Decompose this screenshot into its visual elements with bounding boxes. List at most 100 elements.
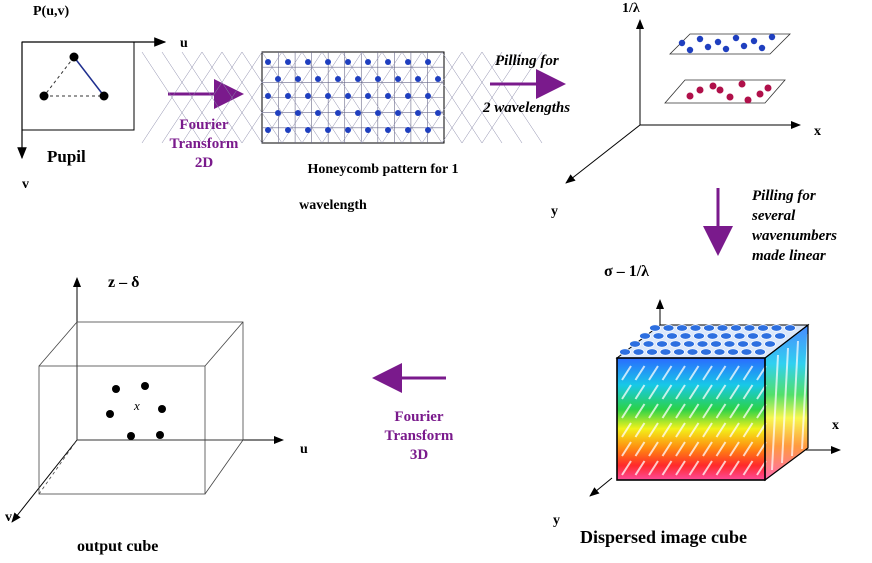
- cube-streak: [661, 441, 673, 457]
- cube-streak: [729, 365, 740, 381]
- cube-streak: [702, 460, 713, 476]
- cube-streak: [702, 365, 713, 381]
- honeycomb-dot: [435, 76, 441, 82]
- cube-side-streak: [781, 347, 789, 464]
- blue-plane-dot: [750, 37, 758, 45]
- red-plane-dot: [716, 86, 724, 94]
- cube-top-dot: [676, 324, 688, 332]
- honeycomb-dot: [425, 127, 431, 133]
- honeycomb-dot: [345, 59, 351, 65]
- cube-streak: [661, 384, 673, 400]
- honeycomb-caption-line1: Honeycomb pattern for 1: [307, 162, 459, 177]
- cube-streak: [675, 384, 686, 400]
- honeycomb-dot: [365, 127, 371, 133]
- output-cube-caption: output cube: [77, 538, 159, 555]
- stack-y-label: y: [551, 204, 558, 219]
- cube-streak: [729, 441, 740, 457]
- output-front-face: [38, 365, 206, 495]
- blue-plane-dot: [722, 45, 730, 53]
- dispersed-y-label: y: [553, 513, 560, 528]
- honeycomb-dot: [345, 127, 351, 133]
- output-cube-panel: [11, 277, 284, 523]
- output-center-mark: x: [134, 398, 140, 413]
- honeycomb-dot: [385, 59, 391, 65]
- cube-top-dot: [656, 340, 668, 348]
- cube-streak: [634, 422, 646, 438]
- pupil-u-axis-label: u: [180, 36, 188, 51]
- cube-streak: [661, 403, 673, 419]
- cube-top-dot: [639, 332, 651, 340]
- cube-top-dot: [703, 324, 715, 332]
- cube-streak: [661, 460, 673, 476]
- cube-top-dot: [629, 340, 641, 348]
- blue-plane-dot: [768, 33, 776, 41]
- red-plane-dot: [696, 86, 704, 94]
- fourier-3d-label: Fourier Transform 3D: [384, 409, 454, 463]
- honeycomb-dot: [285, 127, 291, 133]
- cube-top-dot: [716, 324, 729, 332]
- red-plane-dot: [764, 84, 772, 92]
- stack-y-axis: [565, 124, 641, 184]
- cube-streak: [742, 441, 754, 457]
- cube-streak: [648, 384, 659, 400]
- pupil-caption: Pupil: [47, 147, 86, 166]
- psf-peak: [127, 432, 135, 440]
- cube-streak: [634, 403, 646, 419]
- cube-top-dot: [730, 324, 742, 332]
- cube-side-streak: [801, 333, 809, 450]
- cube-top-dot: [683, 340, 695, 348]
- cube-streak: [621, 422, 632, 438]
- cube-top-dot: [784, 324, 796, 332]
- cube-streak: [729, 403, 740, 419]
- honeycomb-dot: [415, 110, 421, 116]
- stack-z-label: 1/λ: [622, 1, 640, 16]
- psf-peak: [141, 382, 149, 390]
- honeycomb-dot: [305, 127, 311, 133]
- honeycomb-dot: [395, 110, 401, 116]
- blue-plane: [669, 33, 791, 55]
- blue-plane-dot: [740, 42, 748, 50]
- cube-top-dot: [652, 332, 665, 340]
- cube-top-dot: [747, 332, 759, 340]
- cube-side-outline: [764, 323, 809, 482]
- honeycomb-dot: [315, 110, 321, 116]
- cube-streak: [702, 384, 713, 400]
- cube-streak: [715, 441, 727, 457]
- honeycomb-dot: [405, 127, 411, 133]
- red-plane-dot: [744, 96, 752, 104]
- cube-streak: [742, 403, 754, 419]
- output-v-label: v: [5, 510, 12, 525]
- cube-top-dot: [720, 332, 732, 340]
- honeycomb-dot: [325, 93, 331, 99]
- honeycomb-dot: [355, 76, 361, 82]
- cube-top-dot: [740, 348, 753, 356]
- pupil-function-label: P(u,v): [33, 4, 70, 19]
- red-plane-dot: [686, 92, 694, 100]
- cube-top-dot: [669, 340, 682, 348]
- cube-top-dot: [646, 348, 658, 356]
- honeycomb-dot: [295, 110, 301, 116]
- cube-top-dot: [662, 324, 675, 332]
- honeycomb-dot: [275, 110, 281, 116]
- red-plane-dot: [709, 82, 717, 90]
- cube-streak: [634, 460, 646, 476]
- cube-streak: [621, 403, 632, 419]
- cube-top-dot: [757, 324, 769, 332]
- dispersed-cube-caption: Dispersed image cube: [580, 527, 747, 547]
- honeycomb-dot: [335, 76, 341, 82]
- honeycomb-dot: [415, 76, 421, 82]
- cube-top-dot: [750, 340, 763, 348]
- cube-streak: [702, 422, 713, 438]
- dispersed-z-label: σ – 1/λ: [604, 263, 650, 280]
- honeycomb-dot: [435, 110, 441, 116]
- cube-top-dot: [693, 332, 705, 340]
- cube-streak: [742, 384, 754, 400]
- honeycomb-dot: [275, 76, 281, 82]
- cube-top-dot: [706, 332, 719, 340]
- cube-streak: [648, 460, 659, 476]
- output-back-face: [76, 321, 244, 441]
- honeycomb-dot: [285, 93, 291, 99]
- pupil-edge: [73, 56, 105, 97]
- honeycomb-dot: [375, 76, 381, 82]
- psf-peak: [158, 405, 166, 413]
